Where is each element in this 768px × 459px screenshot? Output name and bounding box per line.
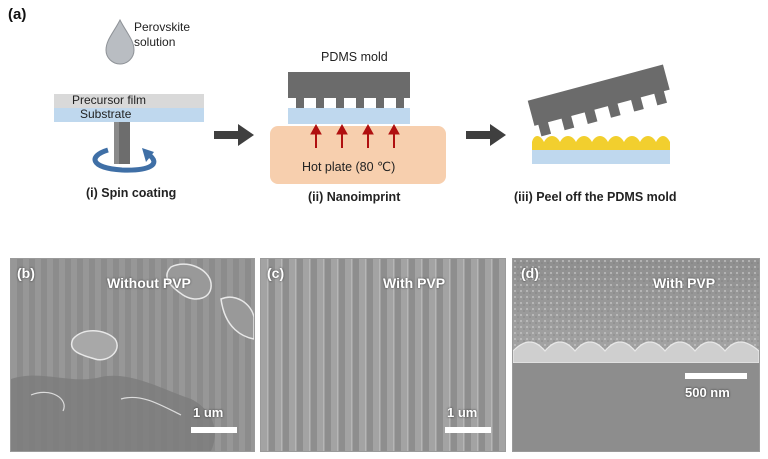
panel-d-tag: (d)	[521, 265, 539, 281]
panel-b-scale-label: 1 um	[193, 405, 224, 420]
droplet-icon	[105, 18, 135, 65]
heat-arrows	[310, 123, 400, 148]
hot-plate	[270, 126, 446, 184]
step-1-label: (i) Spin coating	[86, 186, 177, 200]
sem-image-without-pvp: (b) Without PVP 1 um	[10, 258, 255, 452]
substrate-layer	[54, 108, 204, 122]
nanoimprint-illustration	[270, 72, 446, 184]
panel-c-tag: (c)	[267, 265, 285, 281]
substrate-label: Substrate	[80, 107, 132, 121]
perovskite-solution-label: Perovskite solution	[134, 20, 190, 50]
panel-c-scale-bar	[445, 427, 491, 433]
process-arrow-1-icon	[214, 124, 254, 146]
step-3-label: (iii) Peel off the PDMS mold	[514, 190, 677, 204]
solution-label-line1: Perovskite	[134, 20, 191, 34]
peeled-pdms-mold	[527, 64, 670, 137]
panel-b-tag: (b)	[17, 265, 35, 281]
panel-c-scale-label: 1 um	[447, 405, 478, 420]
imprint-substrate-layer	[288, 108, 410, 124]
perovskite-grating	[532, 136, 670, 150]
solution-label-line2: solution	[134, 35, 176, 49]
step-2-label: (ii) Nanoimprint	[308, 190, 401, 204]
spin-coating-illustration	[54, 18, 204, 173]
panel-a-tag: (a)	[8, 6, 27, 23]
pdms-mold	[288, 72, 410, 108]
sem-texture-d	[513, 259, 759, 451]
process-arrow-2-icon	[466, 124, 506, 146]
peel-substrate-layer	[532, 150, 670, 164]
panel-b-scale-bar	[191, 427, 237, 433]
panel-b-title: Without PVP	[107, 275, 191, 291]
sem-texture-c	[261, 259, 505, 451]
sem-image-with-pvp-cross-section: (d) With PVP 500 nm	[512, 258, 760, 452]
rotation-arrow-icon	[92, 147, 157, 173]
peel-off-illustration	[527, 64, 670, 164]
panel-d-title: With PVP	[653, 275, 716, 291]
panel-c-title: With PVP	[383, 275, 446, 291]
panel-d-scale-label: 500 nm	[685, 385, 730, 400]
sem-texture-b	[11, 259, 254, 451]
pdms-mold-label: PDMS mold	[321, 50, 388, 64]
precursor-film-label: Precursor film	[72, 93, 147, 107]
hot-plate-label: Hot plate (80 ℃)	[302, 160, 396, 174]
sem-image-with-pvp-top: (c) With PVP 1 um	[260, 258, 506, 452]
precursor-film-layer	[54, 94, 204, 108]
panel-d-scale-bar	[685, 373, 747, 379]
